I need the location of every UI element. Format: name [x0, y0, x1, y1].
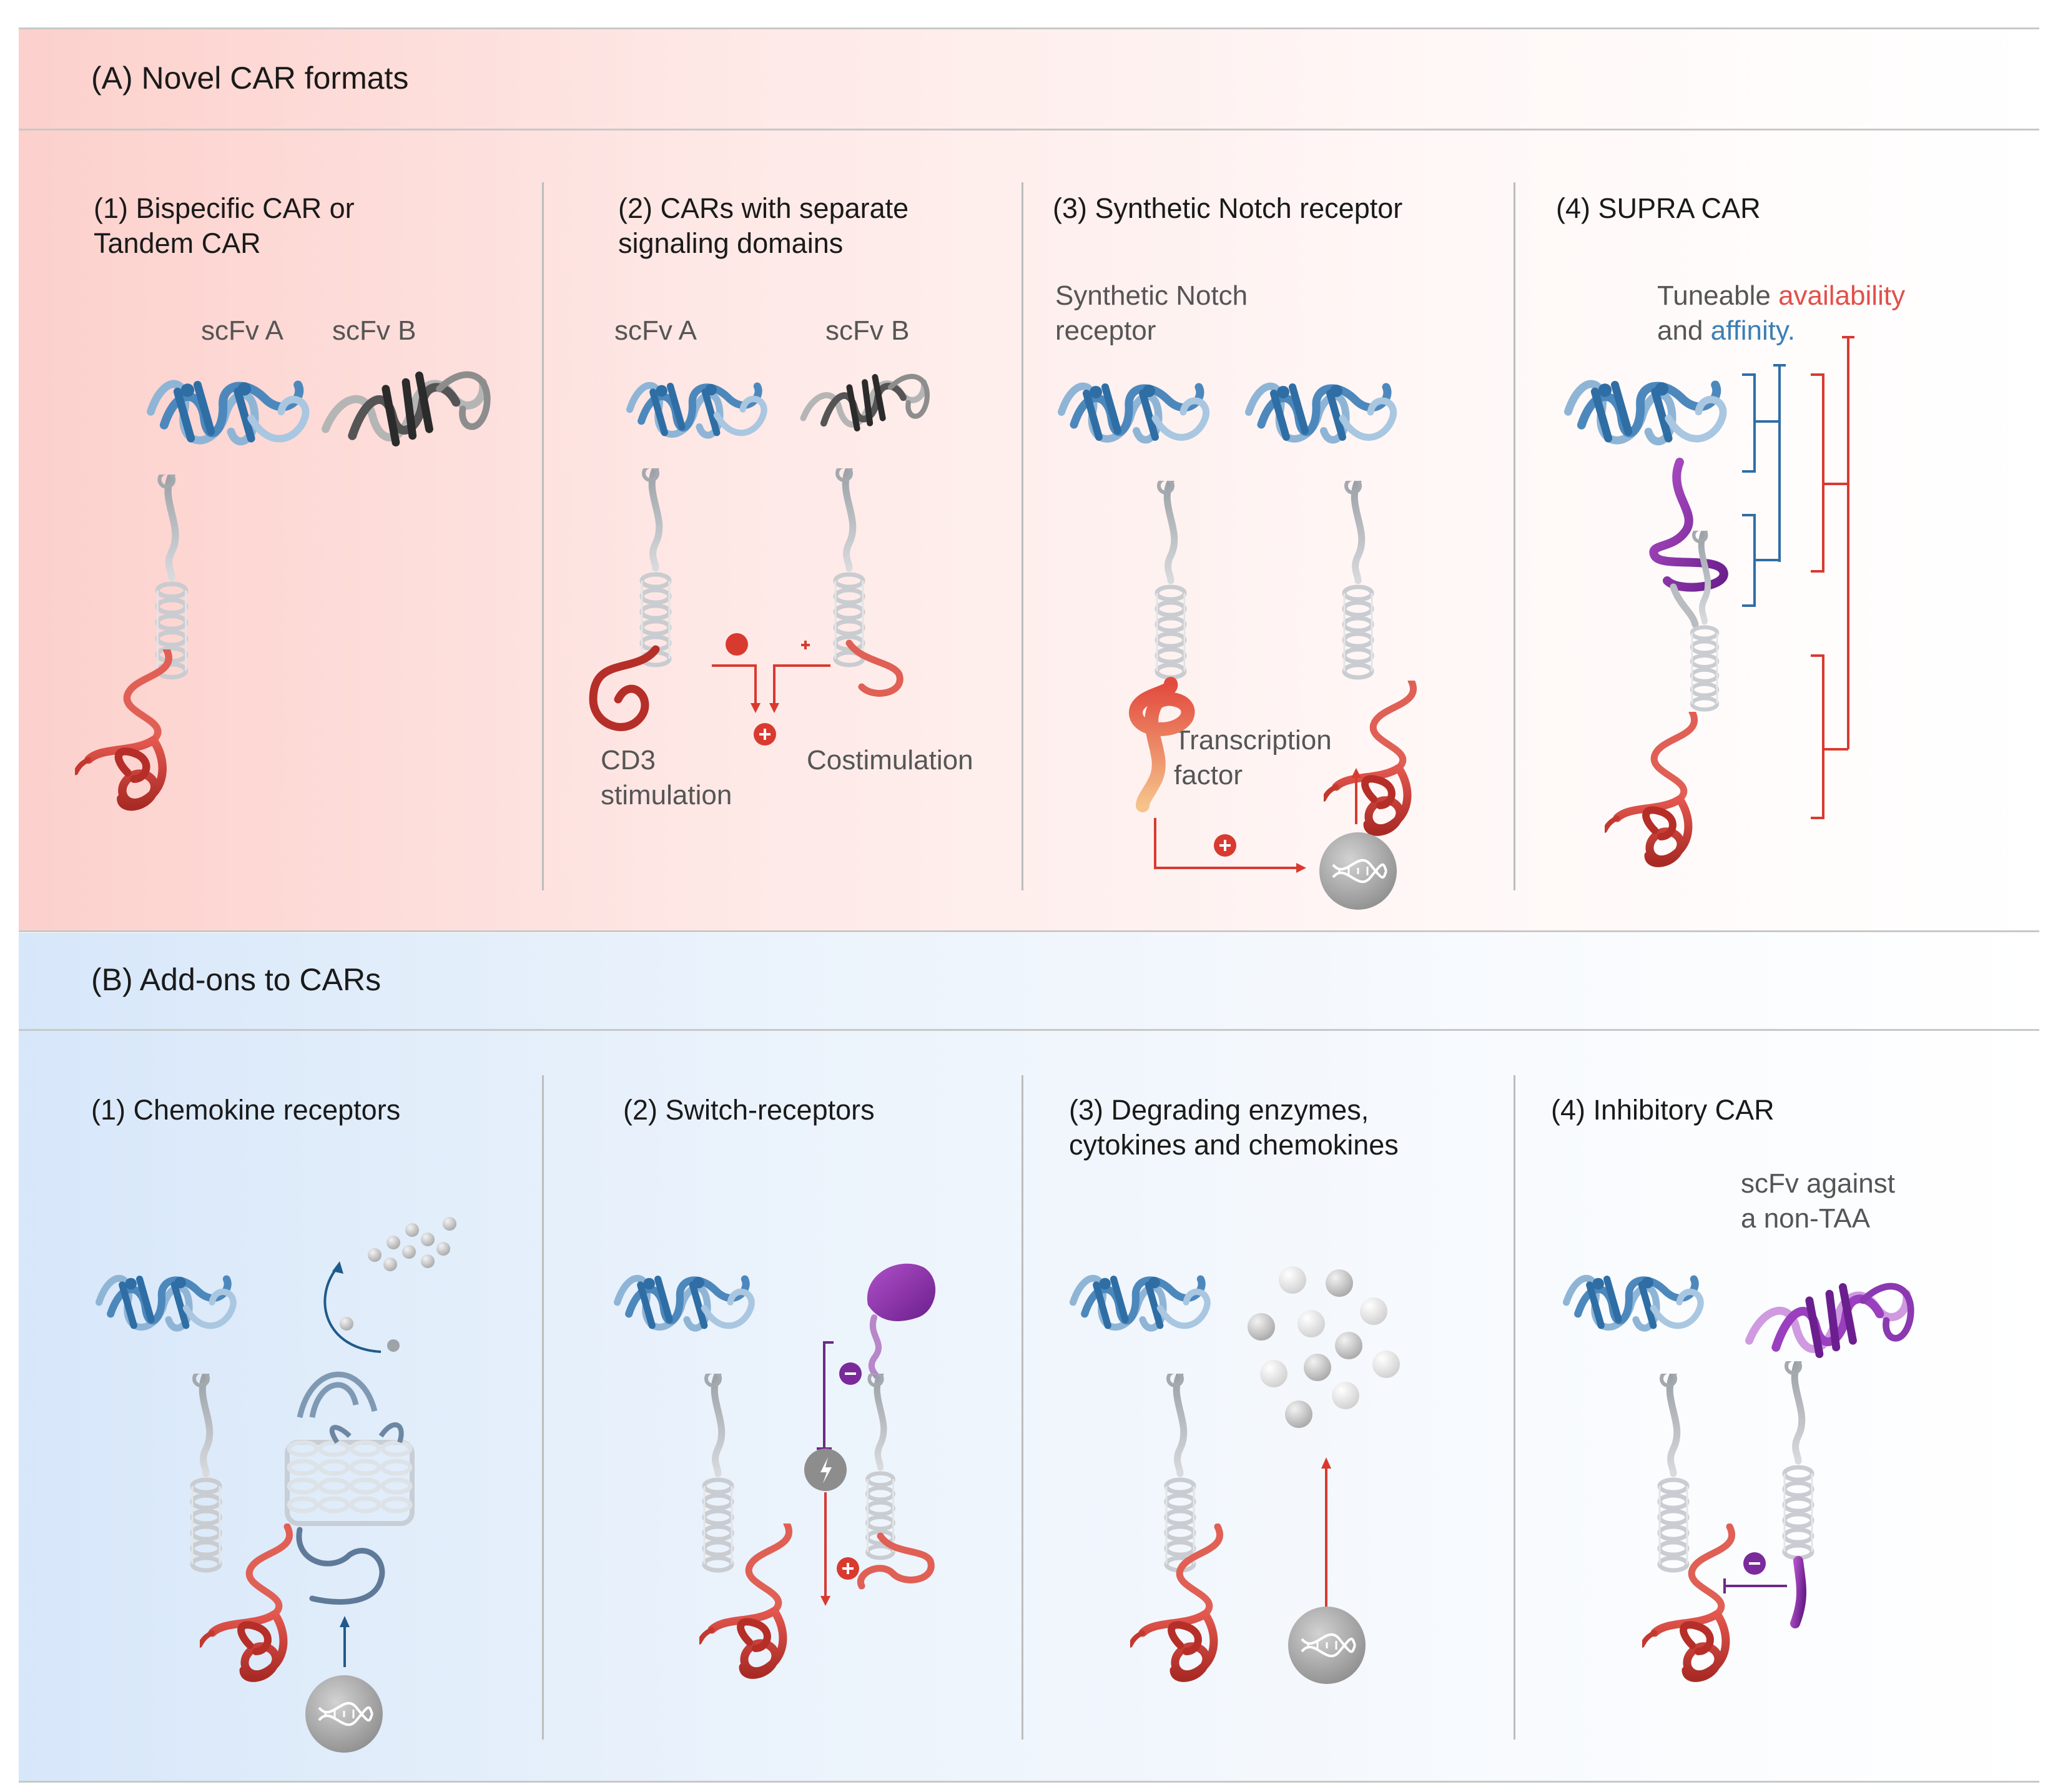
signaling-tail	[200, 1527, 290, 1678]
scfv-domain	[99, 1277, 234, 1328]
hinge-transmembrane	[157, 473, 185, 677]
panel-b4-figure	[1555, 1249, 2017, 1698]
arrow	[712, 664, 757, 706]
costim-domain	[845, 639, 903, 697]
scfv-domain	[618, 1277, 752, 1328]
panel-divider	[1022, 182, 1023, 890]
panel-b3-figure	[1061, 1266, 1400, 1685]
scfv-domain	[1073, 1277, 1208, 1328]
synthetic-notch-label: Synthetic Notch receptor	[1055, 280, 1248, 346]
panel-a2-figure	[589, 350, 1005, 746]
affinity-bracket	[1742, 364, 1786, 607]
panel-divider	[542, 182, 544, 890]
dna-icon	[304, 1674, 384, 1754]
hinge-transmembrane	[642, 466, 669, 665]
panel-divider	[542, 1075, 544, 1740]
signaling-tail	[699, 1524, 789, 1675]
transcription-factor	[1129, 677, 1195, 812]
signal-ball	[726, 633, 748, 656]
scfv-a-domain	[150, 382, 305, 441]
hinge-transmembrane	[192, 1372, 220, 1570]
signaling-tail	[76, 649, 169, 807]
divider	[19, 1781, 2039, 1783]
scfv-b-label: scFv B	[825, 315, 910, 346]
costim-domain	[857, 1532, 935, 1590]
scfv-domain	[1568, 382, 1723, 441]
chemokine-receptor	[285, 1371, 415, 1605]
scfv-b-label: scFv B	[332, 315, 416, 346]
hinge-transmembrane	[1166, 1372, 1194, 1570]
scfv-a-label: scFv A	[201, 315, 284, 346]
hinge-transmembrane	[704, 1372, 732, 1570]
dna-icon	[1287, 1605, 1367, 1685]
scfv-b-domain	[325, 375, 487, 443]
scfv-domain	[1567, 1277, 1701, 1328]
panel-divider	[1514, 182, 1515, 890]
dna-icon	[1318, 831, 1398, 911]
scfv-domain	[1249, 385, 1394, 440]
signaling-tail	[1605, 712, 1695, 863]
divider	[19, 1029, 2039, 1031]
arrow	[323, 1266, 382, 1353]
panel-a3-title: (3) Synthetic Notch receptor	[1053, 192, 1403, 224]
availability-bracket	[1811, 336, 1854, 819]
arrow	[773, 664, 830, 706]
inhibitory-domain	[1790, 1556, 1806, 1628]
section-b-background	[19, 933, 2039, 1781]
divider	[19, 27, 2039, 29]
cd3-domain	[589, 645, 660, 731]
scfv-domain	[1061, 385, 1206, 440]
panel-b1-title: (1) Chemokine receptors	[91, 1094, 401, 1126]
panel-a3-figure	[1049, 368, 1486, 911]
transcription-factor-label: Transcription factor	[1174, 725, 1332, 790]
inhibition-line	[823, 1341, 834, 1447]
panel-a2-title: (2) CARs with separate signaling domains	[618, 192, 909, 259]
scfv-a-label: scFv A	[614, 315, 697, 346]
signaling-tail	[1324, 681, 1414, 832]
costimulation-label: Costimulation	[807, 745, 973, 775]
section-b-title: (B) Add-ons to CARs	[91, 962, 382, 997]
section-a-background	[19, 27, 2039, 930]
inhibitory-scfv	[1749, 1286, 1911, 1354]
hinge-transmembrane	[1785, 1359, 1812, 1558]
panel-b3-title: (3) Degrading enzymes, cytokines and che…	[1069, 1094, 1399, 1161]
divider	[19, 129, 2039, 130]
section-a-title: (A) Novel CAR formats	[91, 61, 409, 96]
panel-b4-title: (4) Inhibitory CAR	[1551, 1094, 1775, 1126]
hinge-transmembrane	[867, 1372, 893, 1558]
chemokine-cluster	[368, 1217, 456, 1271]
hinge-transmembrane	[1344, 479, 1372, 677]
scfv-b-domain	[803, 377, 927, 428]
cytokine-cluster	[1248, 1266, 1400, 1428]
scfv-non-taa-label: scFv against a non-TAA	[1741, 1168, 1895, 1234]
scfv-a-domain	[630, 384, 764, 435]
inhibitory-ligand	[867, 1263, 936, 1321]
panel-a1-figure	[75, 350, 512, 824]
signaling-tail	[1130, 1527, 1220, 1678]
leucine-zipper	[1649, 458, 1728, 592]
panel-a4-title: (4) SUPRA CAR	[1556, 192, 1761, 224]
panel-divider	[1022, 1075, 1023, 1740]
panel-a1-title: (1) Bispecific CAR or Tandem CAR	[94, 192, 355, 259]
hinge-transmembrane	[1660, 1372, 1687, 1570]
arrow	[1154, 818, 1299, 869]
hinge-transmembrane	[1157, 479, 1184, 677]
divider	[19, 930, 2039, 932]
panel-b2-figure	[606, 1263, 936, 1698]
panel-a4-figure	[1555, 336, 1854, 880]
panel-b1-figure	[87, 1217, 456, 1754]
panel-divider	[1514, 1075, 1515, 1740]
hinge-transmembrane	[835, 466, 863, 665]
cd3-stimulation-label: CD3 stimulation	[601, 745, 732, 810]
panel-b2-title: (2) Switch-receptors	[623, 1094, 875, 1126]
